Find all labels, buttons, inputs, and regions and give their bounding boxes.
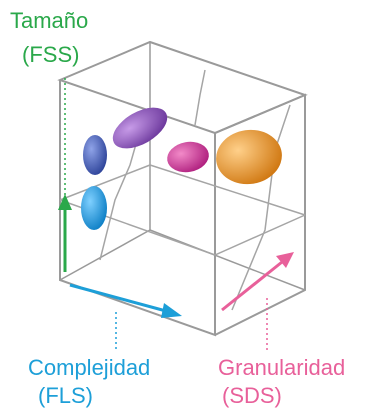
cube-back-bottom-left <box>59 229 151 281</box>
size-axis-title: Tamaño <box>10 8 89 33</box>
cell-cluster-magenta <box>167 141 209 173</box>
cell-cluster-blue <box>83 135 107 175</box>
arrow-up-icon <box>58 194 72 210</box>
gate-line-3 <box>59 164 151 201</box>
arrow-diagonal-icon <box>276 252 294 268</box>
gate-line-6 <box>194 69 206 126</box>
cube-top-face <box>57 40 308 135</box>
cube-left-face <box>59 80 216 337</box>
size-axis-arrow <box>58 194 72 272</box>
granularity-axis-arrow <box>221 252 294 312</box>
complexity-axis-arrow <box>69 283 182 318</box>
size-axis-code: (FSS) <box>22 42 80 67</box>
granularity-axis-title: Granularidad <box>218 355 346 380</box>
gate-line-4 <box>149 164 306 216</box>
cube-right-face <box>214 93 306 336</box>
cell-cluster-purple <box>112 107 168 149</box>
cell-cluster-orange <box>216 129 282 185</box>
gate-line-5 <box>99 129 141 261</box>
granularity-axis-code: (SDS) <box>222 383 282 408</box>
cell-cluster-cyan <box>81 186 107 230</box>
gate-line-7 <box>231 104 291 311</box>
complexity-axis-code: (FLS) <box>38 383 93 408</box>
complexity-axis-title: Complejidad <box>28 355 151 380</box>
gate-line-2 <box>214 214 306 256</box>
leader-lines <box>64 78 268 352</box>
arrow-right-icon <box>161 303 182 318</box>
cell-populations <box>81 107 282 230</box>
cube-back-bottom-right <box>149 229 306 291</box>
